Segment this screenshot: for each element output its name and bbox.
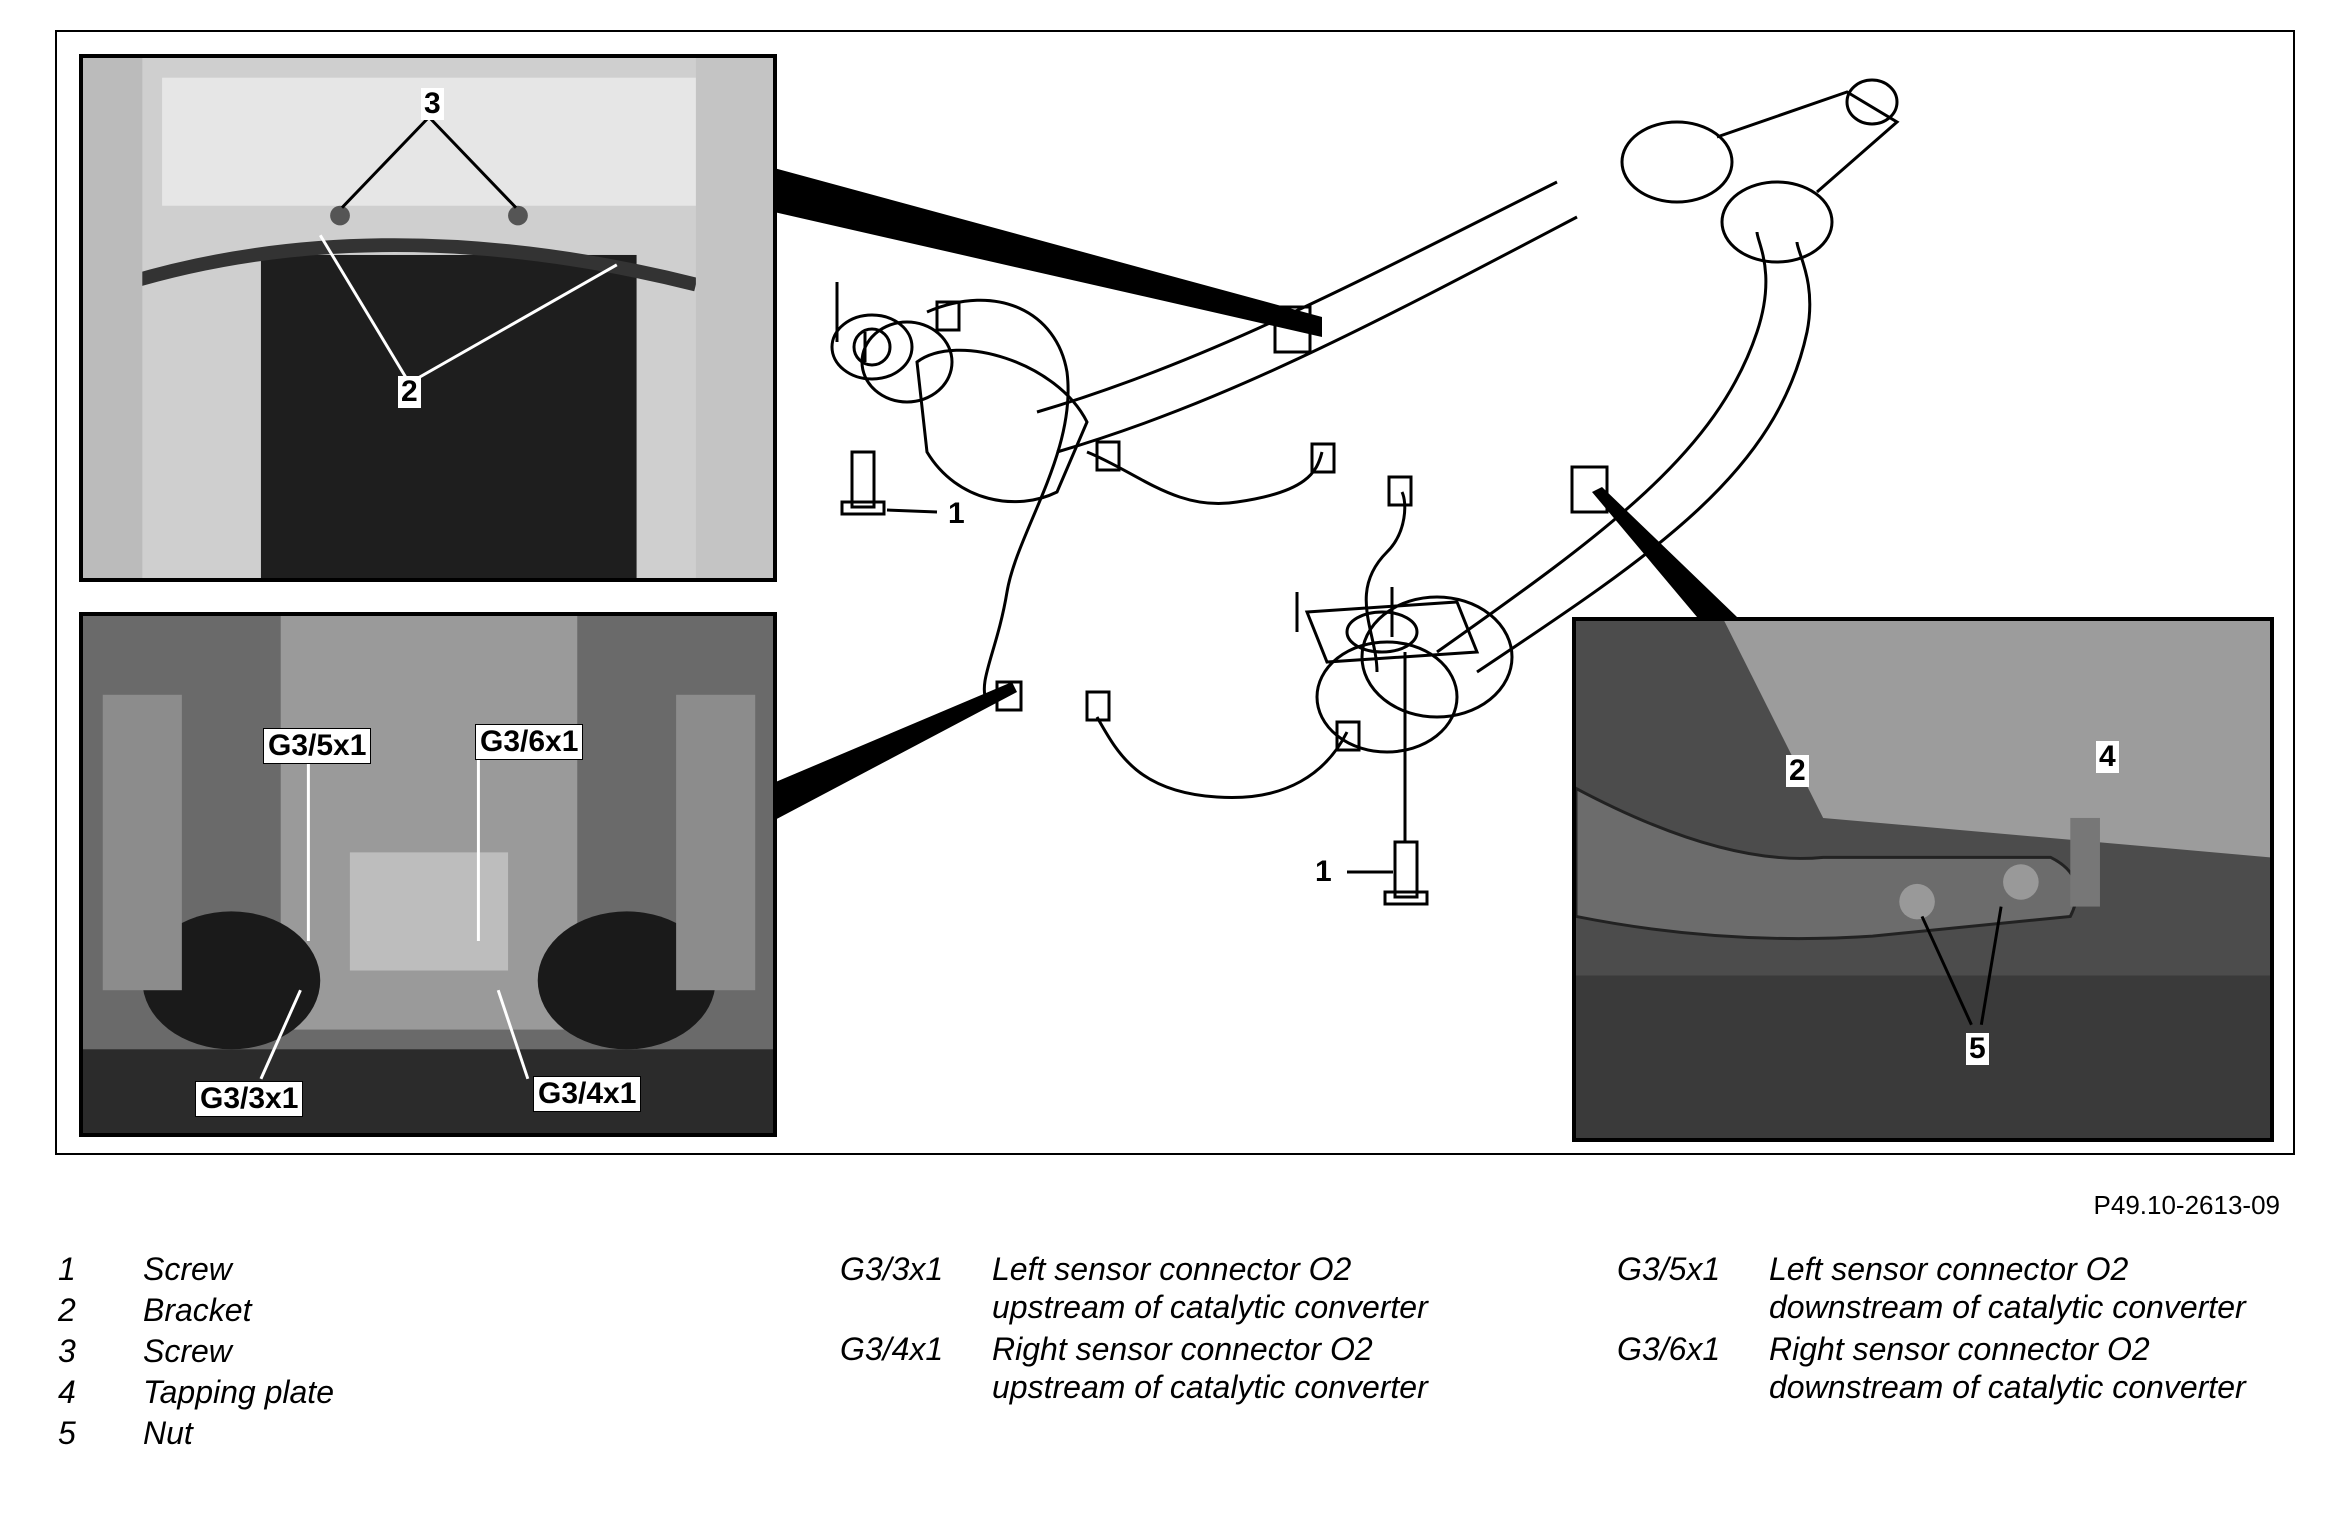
diagram-frame: 1 1 3 2 [55,30,2295,1155]
legend-text: Bracket [143,1292,252,1328]
legend-num: 4 [58,1374,76,1410]
legend-code: G3/3x1 [840,1251,944,1287]
legend-num: 5 [58,1415,76,1451]
legend-code: G3/5x1 [1617,1251,1721,1287]
legend-text: Tapping plate [143,1374,334,1410]
callout-g3-3x1: G3/3x1 [195,1081,304,1117]
legend-text-line2: upstream of catalytic converter [992,1289,1428,1325]
callout-g3-5x1: G3/5x1 [263,728,372,764]
legend-text-line1: Right sensor connector O2 [1769,1331,2150,1367]
callout-1-right: 1 [1312,856,1335,888]
legend-text-line1: Left sensor connector O2 [1769,1251,2129,1287]
crossmember-photo-illustration [83,58,773,578]
callout-3: 3 [421,88,444,120]
legend-text-line2: downstream of catalytic converter [1769,1289,2246,1325]
legend-text-line1: Right sensor connector O2 [992,1331,1373,1367]
legend-num: 1 [58,1251,76,1287]
callout-g3-4x1: G3/4x1 [533,1076,642,1112]
legend-text-line2: upstream of catalytic converter [992,1369,1428,1405]
legend-text: Nut [143,1415,193,1451]
callout-2: 2 [398,376,421,408]
callout-g3-6x1: G3/6x1 [475,724,584,760]
legend-text: Screw [143,1251,232,1287]
reference-code: P49.10-2613-09 [2093,1190,2280,1220]
callout-5: 5 [1966,1033,1989,1065]
sensor-connectors-photo-illustration [83,616,773,1133]
bracket-photo-illustration [1576,621,2270,1138]
photo-bottom-left: G3/5x1 G3/6x1 G3/3x1 G3/4x1 [79,612,777,1137]
legend-text: Screw [143,1333,232,1369]
legend-text-line1: Left sensor connector O2 [992,1251,1352,1287]
callout-2-right: 2 [1786,755,1809,787]
photo-top-left: 3 2 [79,54,777,582]
photo-right: 2 4 5 [1572,617,2274,1142]
legend-text-line2: downstream of catalytic converter [1769,1369,2246,1405]
legend-code: G3/6x1 [1617,1331,1721,1367]
legend-code: G3/4x1 [840,1331,944,1367]
callout-4: 4 [2096,741,2119,773]
callout-1-left: 1 [945,498,968,530]
legend-num: 3 [58,1333,76,1369]
legend-num: 2 [58,1292,76,1328]
exhaust-drawing [752,78,1900,906]
